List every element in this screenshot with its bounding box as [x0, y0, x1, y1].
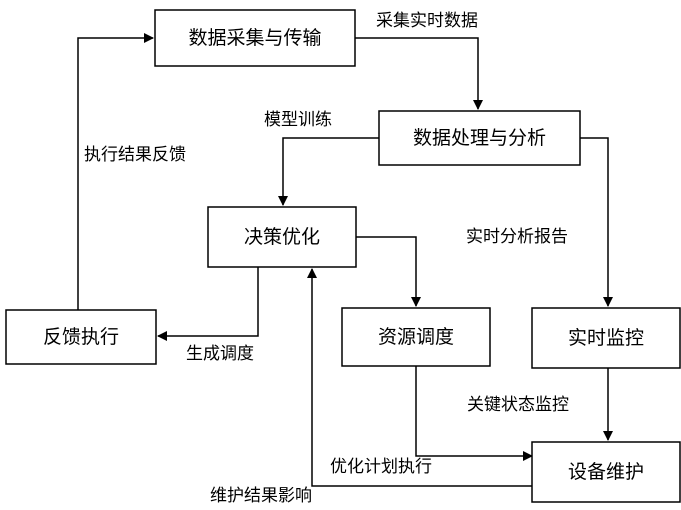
edge-execution-feedback [77, 33, 154, 310]
label-model-training: 模型训练 [264, 110, 332, 130]
edge-collect-realtime-data [355, 37, 483, 110]
edge-generate-schedule [157, 267, 259, 341]
node-data-collection-label: 数据采集与传输 [188, 27, 321, 49]
label-generate-schedule: 生成调度 [186, 344, 254, 364]
node-resource-scheduling-label: 资源调度 [378, 326, 454, 348]
label-realtime-analysis-report: 实时分析报告 [466, 227, 568, 247]
node-equipment-maintenance: 设备维护 [531, 441, 681, 503]
node-data-collection: 数据采集与传输 [154, 9, 356, 67]
label-maintenance-result-impact: 维护结果影响 [210, 486, 312, 506]
node-decision-optimization-label: 决策优化 [244, 226, 320, 248]
label-optimization-plan-execution: 优化计划执行 [330, 457, 432, 477]
node-feedback-execution: 反馈执行 [5, 309, 157, 365]
label-collect-realtime-data: 采集实时数据 [376, 11, 478, 31]
edge-realtime-analysis-report [580, 137, 613, 307]
edge-maintenance-result-impact [307, 268, 532, 487]
node-feedback-execution-label: 反馈执行 [43, 326, 119, 348]
label-key-status-monitoring: 关键状态监控 [467, 395, 569, 415]
node-data-processing-label: 数据处理与分析 [413, 127, 546, 149]
edge-to-resource-scheduling [356, 236, 421, 307]
edge-model-training [278, 137, 379, 206]
label-execution-feedback: 执行结果反馈 [84, 145, 186, 165]
node-decision-optimization: 决策优化 [207, 206, 357, 268]
edge-optimization-plan-execution [415, 366, 533, 461]
node-data-processing: 数据处理与分析 [378, 110, 581, 166]
node-realtime-monitoring-label: 实时监控 [568, 327, 644, 349]
node-resource-scheduling: 资源调度 [341, 307, 491, 367]
node-realtime-monitoring: 实时监控 [531, 307, 681, 369]
node-equipment-maintenance-label: 设备维护 [568, 461, 644, 483]
